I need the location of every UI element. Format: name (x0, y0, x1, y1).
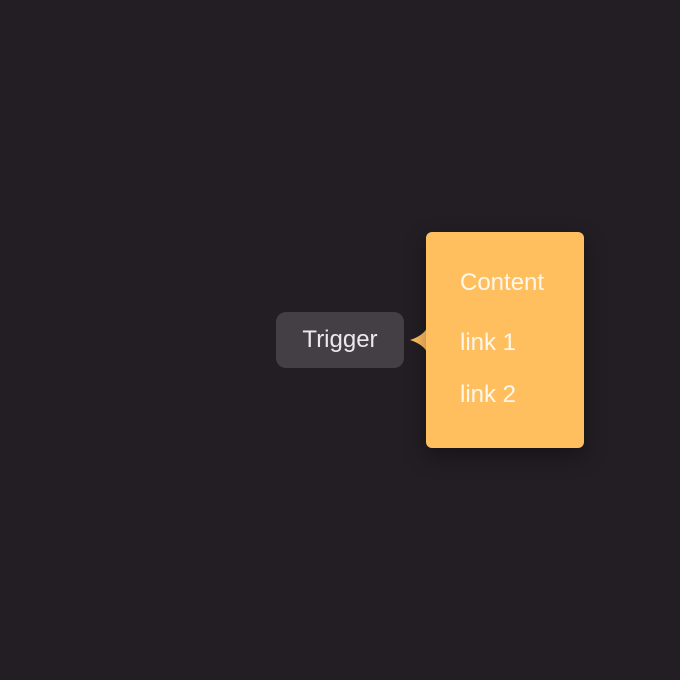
popover-title: Content (460, 269, 545, 296)
trigger-button[interactable]: Trigger (276, 312, 404, 368)
popover-link-2[interactable]: link 2 (460, 381, 517, 408)
popover: Content link 1 link 2 (426, 232, 584, 448)
popover-link-1[interactable]: link 1 (460, 329, 517, 356)
popover-arrow-icon (410, 323, 430, 357)
